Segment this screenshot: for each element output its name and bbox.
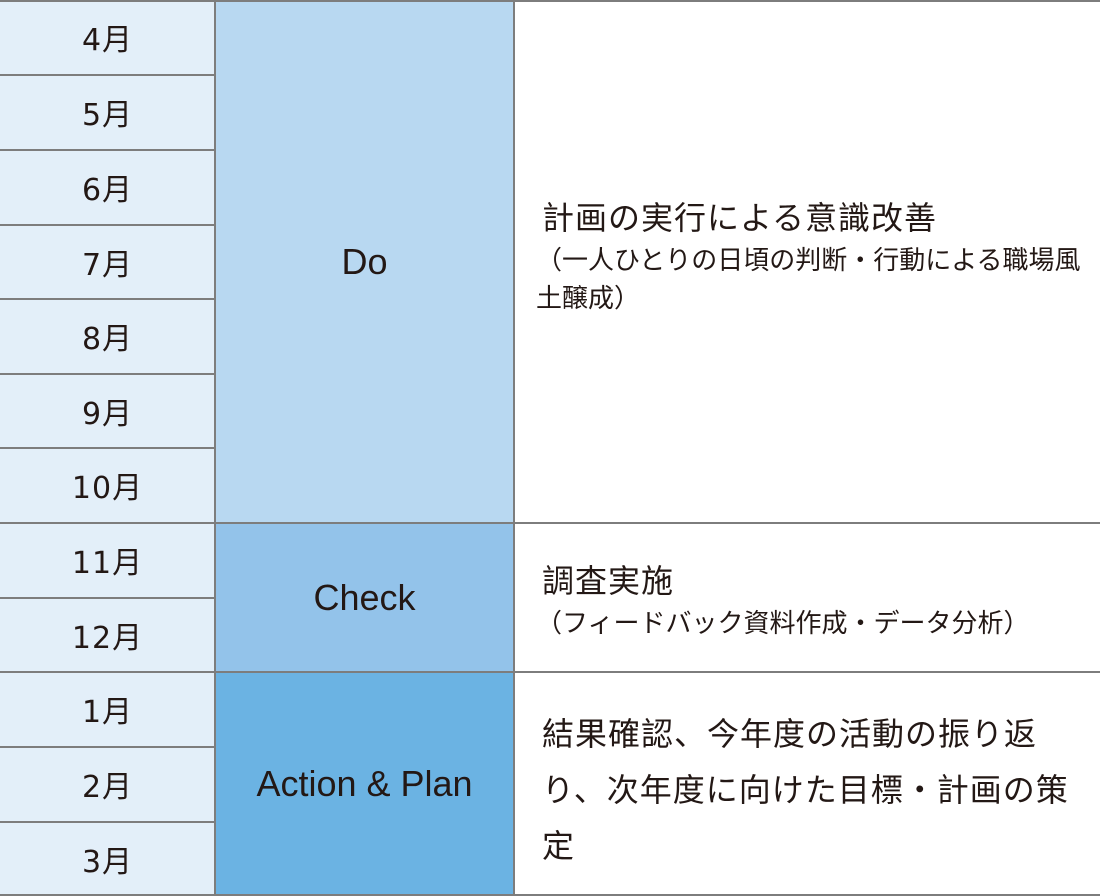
month-cell: 10月 bbox=[71, 471, 144, 506]
phase-divider bbox=[0, 522, 1100, 524]
action-description: 結果確認、今年度の活動の振り返り、次年度に向けた目標・計画の策定 bbox=[514, 672, 1100, 896]
month-divider bbox=[0, 597, 215, 599]
column-divider bbox=[214, 0, 216, 896]
month-divider bbox=[0, 224, 215, 226]
month-divider bbox=[0, 821, 215, 823]
check-description-subtitle: （フィードバック資料作成・データ分析） bbox=[536, 609, 1030, 639]
check-description-title: 調査実施 bbox=[542, 562, 675, 600]
phase-divider bbox=[0, 671, 1100, 673]
month-divider bbox=[0, 373, 215, 375]
month-cell: 6月 bbox=[81, 173, 134, 208]
do-description: 計画の実行による意識改善 （一人ひとりの日頃の判断・行動による職場風土醸成） bbox=[514, 0, 1100, 523]
month-divider bbox=[0, 74, 215, 76]
month-cell: 11月 bbox=[71, 546, 144, 581]
month-cell: 1月 bbox=[81, 695, 134, 730]
month-cell: 12月 bbox=[71, 621, 144, 656]
check-description: 調査実施 （フィードバック資料作成・データ分析） bbox=[514, 523, 1100, 672]
do-description-subtitle: （一人ひとりの日頃の判断・行動による職場風土醸成） bbox=[536, 246, 1081, 314]
table-top-rule bbox=[0, 0, 1100, 2]
column-divider bbox=[513, 0, 515, 896]
month-cell: 3月 bbox=[81, 845, 134, 880]
phase-action-label: Action & Plan bbox=[256, 763, 473, 804]
month-cell: 9月 bbox=[81, 397, 134, 432]
month-cell: 4月 bbox=[81, 23, 134, 58]
phase-do-label: Do bbox=[341, 240, 388, 282]
month-cell: 7月 bbox=[81, 248, 134, 283]
month-cell: 2月 bbox=[81, 770, 134, 805]
phase-do-cell: Do bbox=[215, 0, 514, 523]
month-cell: 8月 bbox=[81, 322, 134, 357]
month-divider bbox=[0, 746, 215, 748]
month-divider bbox=[0, 298, 215, 300]
month-cell: 5月 bbox=[81, 98, 134, 133]
do-description-title: 計画の実行による意識改善 bbox=[542, 199, 938, 237]
month-divider bbox=[0, 149, 215, 151]
table-bottom-rule bbox=[0, 894, 1100, 896]
phase-action-cell: Action & Plan bbox=[215, 672, 514, 896]
month-divider bbox=[0, 447, 215, 449]
phase-check-label: Check bbox=[313, 576, 416, 618]
phase-check-cell: Check bbox=[215, 523, 514, 672]
action-description-body: 結果確認、今年度の活動の振り返り、次年度に向けた目標・計画の策定 bbox=[542, 715, 1069, 865]
